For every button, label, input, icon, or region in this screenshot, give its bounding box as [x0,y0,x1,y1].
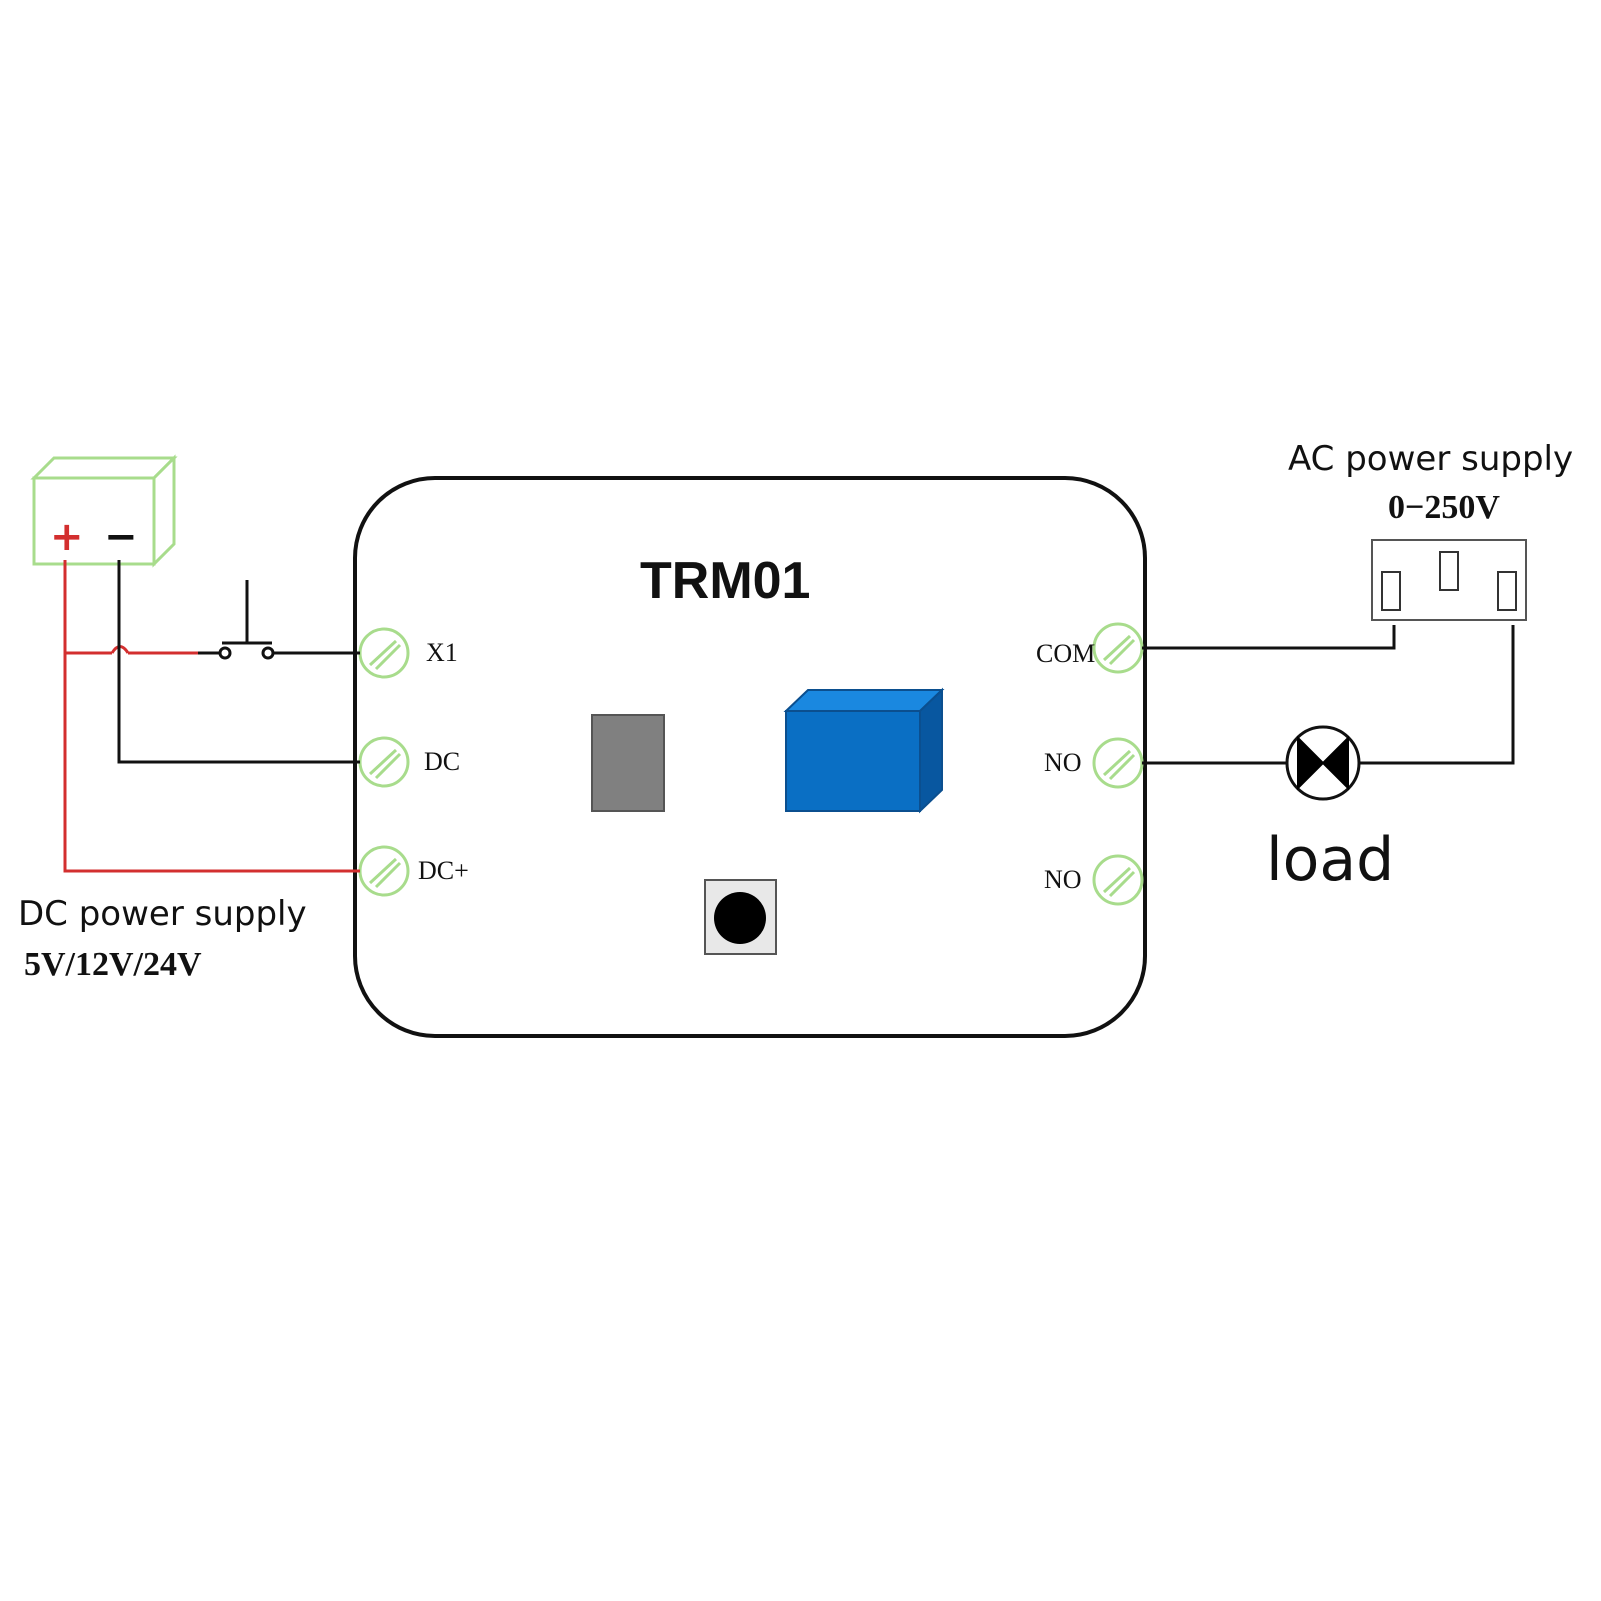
module-board [353,476,1147,1038]
terminal-dc [358,736,410,788]
ac-socket-icon [1371,539,1527,621]
positive-wire [63,560,360,873]
module-title: TRM01 [640,552,810,610]
dc-supply-voltage: 5V/12V/24V [24,946,202,983]
load-label: load [1266,825,1394,895]
terminal-label-no-2: NO [1044,865,1082,894]
push-switch-icon [198,580,360,660]
battery-plus-symbol: + [50,514,84,560]
ac-wiring [1142,625,1515,765]
terminal-label-no-1: NO [1044,748,1082,777]
ac-supply-label: AC power supply [1288,439,1573,479]
terminal-label-dc-plus: DC+ [418,856,469,885]
terminal-x1 [358,627,410,679]
terminal-label-com: COM [1036,639,1095,668]
terminal-label-x1: X1 [426,638,458,667]
negative-wire [117,560,360,764]
battery-minus-symbol: − [104,514,138,560]
battery-icon [30,454,178,568]
dc-supply-label: DC power supply [18,894,307,934]
ac-supply-voltage: 0−250V [1388,489,1500,526]
relay-icon [783,687,945,814]
terminal-no-2 [1092,854,1144,906]
terminal-com [1092,622,1144,674]
terminal-label-dc: DC [424,747,460,776]
chip-component [591,714,665,812]
board-button [704,879,777,955]
terminal-dc-plus [358,845,410,897]
terminal-no-1 [1092,737,1144,789]
lamp-icon [1285,725,1361,801]
